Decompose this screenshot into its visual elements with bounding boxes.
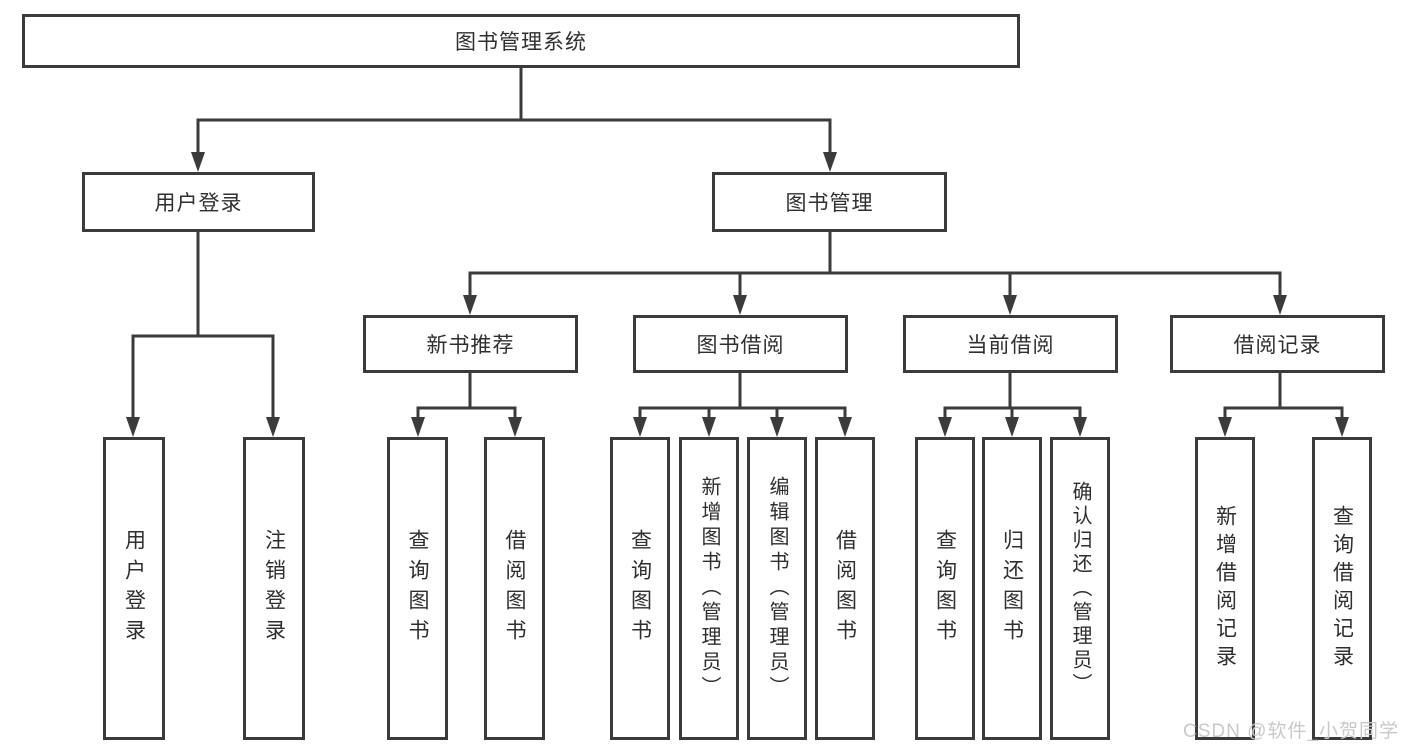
leaf-add-books-admin: 新增图书（管理员） [679,437,739,740]
leaf-confirm-return-admin: 确认归还（管理员） [1050,437,1110,740]
node-current-borrow: 当前借阅 [903,315,1118,373]
leaf-edit-books-admin: 编辑图书（管理员） [747,437,807,740]
leaf-query-borrow-record: 查询借阅记录 [1312,437,1372,740]
leaf-query-books-current: 查询图书 [915,437,975,740]
leaf-user-login: 用户登录 [103,437,165,740]
leaf-add-borrow-record: 新增借阅记录 [1195,437,1255,740]
node-new-book-recommend: 新书推荐 [363,315,578,373]
node-borrow-records: 借阅记录 [1170,315,1385,373]
leaf-return-books: 归还图书 [982,437,1042,740]
node-user-login: 用户登录 [82,172,315,232]
leaf-query-books-recommend: 查询图书 [387,437,448,740]
leaf-logout: 注销登录 [243,437,305,740]
leaf-query-books-borrow: 查询图书 [610,437,670,740]
leaf-borrow-books-recommend: 借阅图书 [484,437,545,740]
node-root-system: 图书管理系统 [22,14,1020,68]
csdn-watermark: CSDN @软件_小贺同学 [1183,721,1399,742]
node-book-borrow: 图书借阅 [633,315,848,373]
leaf-borrow-books: 借阅图书 [815,437,875,740]
node-book-management: 图书管理 [712,172,947,232]
